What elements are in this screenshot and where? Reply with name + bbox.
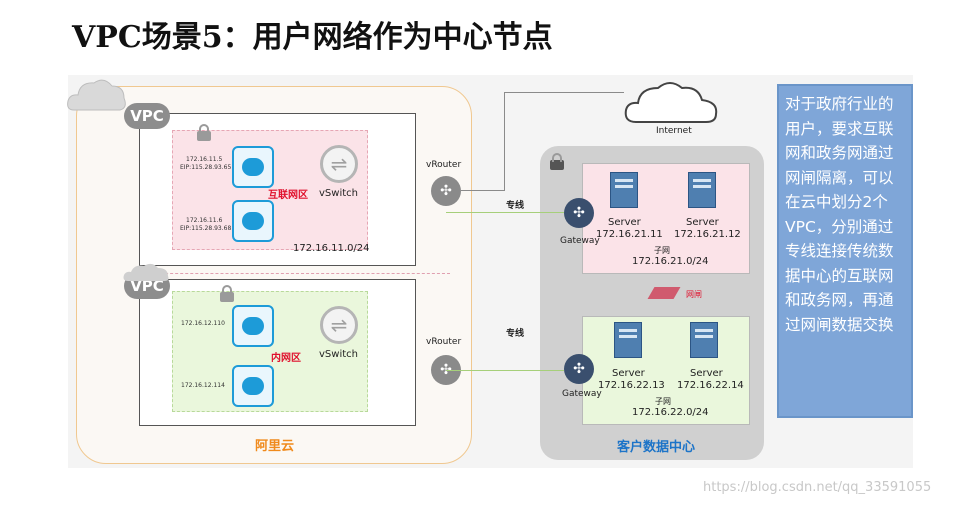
cloud-server-icon xyxy=(232,200,274,242)
description-line: 过网闸数据交换 xyxy=(785,315,894,334)
vpc1-server1-eip: EIP:115.28.93.65 xyxy=(180,164,232,171)
internet-cloud-icon xyxy=(624,82,718,123)
description-line: 用户，要求互联 xyxy=(785,119,894,138)
aliyun-cloud-icon xyxy=(67,79,126,111)
server-icon xyxy=(688,172,716,208)
datacenter-net1 xyxy=(582,163,750,274)
vpc1-server2-eip: EIP:115.28.93.68 xyxy=(180,225,232,232)
net1-server-b-ip: 172.16.21.12 xyxy=(674,229,741,240)
vpc1-vrouter-label: vRouter xyxy=(426,160,462,170)
vpc1-tag: VPC xyxy=(124,103,170,129)
description-line: 对于政府行业的 xyxy=(785,95,894,113)
page-title: VPC场景5：用户网络作为中心节点 xyxy=(72,20,553,55)
cloud-server-icon xyxy=(232,365,274,407)
dedicated-line-2 xyxy=(446,370,564,371)
cloud-server-icon xyxy=(232,305,274,347)
description-line: 网和政务网通过 xyxy=(785,144,894,162)
server-icon xyxy=(614,322,642,358)
dedicated-line-1 xyxy=(446,212,564,213)
net2-server-b-ip: 172.16.22.14 xyxy=(677,380,744,391)
internet-link xyxy=(504,92,624,93)
net2-subnet: 172.16.22.0/24 xyxy=(632,407,709,418)
watermark: https://blog.csdn.net/qq_33591055 xyxy=(703,480,932,495)
net2-server-a-label: Server xyxy=(612,368,645,379)
vswitch-icon: ⇌ xyxy=(320,306,358,344)
cloud-server-icon xyxy=(232,146,274,188)
vpc2-vrouter-label: vRouter xyxy=(426,337,462,347)
net1-server-a-label: Server xyxy=(608,217,641,228)
vpc1-subnet: 172.16.11.0/24 xyxy=(293,243,370,254)
dedicated-line-2-label: 专线 xyxy=(506,329,525,339)
datacenter-label: 客户数据中心 xyxy=(617,440,696,455)
datacenter-net2 xyxy=(582,316,750,425)
net1-server-b-label: Server xyxy=(686,217,719,228)
server-icon xyxy=(610,172,638,208)
net2-server-b-label: Server xyxy=(690,368,723,379)
description-line: 据中心的互联网 xyxy=(785,266,894,285)
vpc2-cloud-icon xyxy=(123,263,169,281)
internet-link xyxy=(504,92,505,190)
internet-link xyxy=(461,190,505,191)
net1-subnet: 172.16.21.0/24 xyxy=(632,256,709,267)
vpc-divider xyxy=(150,273,450,274)
gateway-icon: ✣ xyxy=(564,354,594,384)
vpc1-server1-ip: 172.16.11.5 xyxy=(186,156,223,163)
gap-label: 网闸 xyxy=(686,290,702,299)
description-line: 专线连接传统数 xyxy=(785,242,894,260)
vpc2-zone-label: 内网区 xyxy=(271,353,301,364)
lock-icon xyxy=(550,153,564,170)
net1-subnet-label: 子网 xyxy=(654,246,670,255)
description-box: 对于政府行业的 用户，要求互联 网和政务网通过 网闸隔离，可以 在云中划分2个 … xyxy=(777,84,913,418)
net2-server-a-ip: 172.16.22.13 xyxy=(598,380,665,391)
vpc1-zone-label: 互联网区 xyxy=(268,190,308,201)
net2-gateway-label: Gateway xyxy=(562,389,602,399)
internet-label: Internet xyxy=(656,126,692,136)
dedicated-line-1-label: 专线 xyxy=(506,201,525,211)
vpc1-vswitch-label: vSwitch xyxy=(319,188,358,199)
vpc2-server1-ip: 172.16.12.110 xyxy=(181,320,225,327)
description-line: VPC，分别通过 xyxy=(785,217,894,236)
vpc2-server2-ip: 172.16.12.114 xyxy=(181,382,225,389)
router-icon: ✣ xyxy=(431,176,461,206)
gateway-icon: ✣ xyxy=(564,198,594,228)
net1-server-a-ip: 172.16.21.11 xyxy=(596,229,663,240)
net1-gateway-label: Gateway xyxy=(560,236,600,246)
description-line: 在云中划分2个 xyxy=(785,193,888,211)
server-icon xyxy=(690,322,718,358)
lock-icon xyxy=(220,285,234,302)
vpc1-server2-ip: 172.16.11.6 xyxy=(186,217,223,224)
description-line: 和政务网，再通 xyxy=(785,291,894,309)
lock-icon xyxy=(197,124,211,141)
vpc2-vswitch-label: vSwitch xyxy=(319,349,358,360)
net2-subnet-label: 子网 xyxy=(655,397,671,406)
aliyun-label: 阿里云 xyxy=(255,439,295,454)
vswitch-icon: ⇌ xyxy=(320,145,358,183)
description-line: 网闸隔离，可以 xyxy=(785,168,894,187)
